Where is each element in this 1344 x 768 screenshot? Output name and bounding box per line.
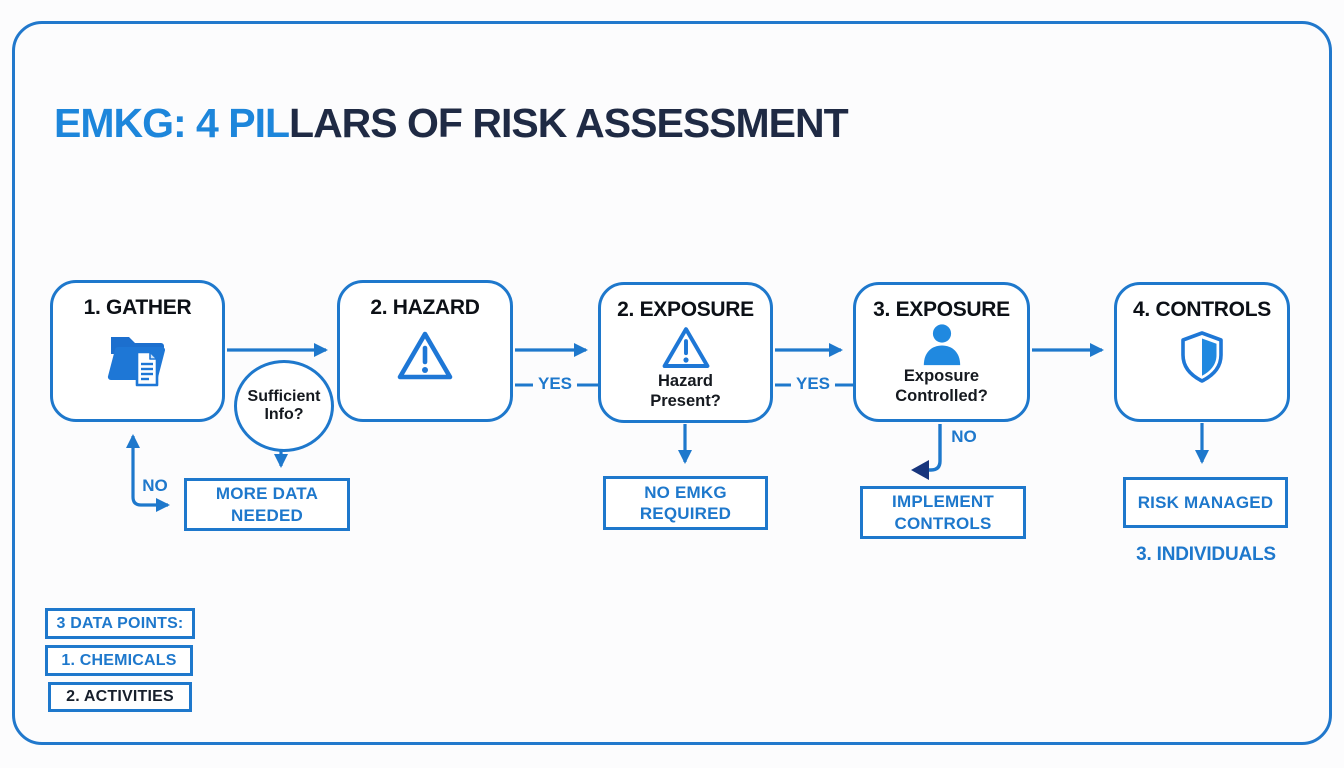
no-label-exposure-controlled: NO <box>946 427 982 447</box>
person-icon <box>919 323 965 367</box>
outcome-box-implement-controls: IMPLEMENT CONTROLS <box>860 486 1026 539</box>
yes-label-hazard: YES <box>532 374 578 394</box>
page-title-blue: EMKG: 4 PIL <box>54 100 290 146</box>
legend-item-chemicals: 1. CHEMICALS <box>45 645 193 676</box>
outcome-line: NO EMKG <box>644 482 727 502</box>
warning-triangle-icon <box>659 324 713 372</box>
outcome-line: IMPLEMENT <box>892 492 994 512</box>
pillar-box-controls: 4. CONTROLS <box>1114 282 1290 422</box>
pillar-box-hazard: 2. HAZARD <box>337 280 513 422</box>
arrow-no-hook-head <box>911 460 929 480</box>
page-title: EMKG: 4 PILLARS OF RISK ASSESSMENT <box>54 100 849 147</box>
decision-circle-sufficient-info: Sufficient Info? <box>234 360 334 452</box>
pillar-title-controls: 4. CONTROLS <box>1133 298 1271 321</box>
pillar-title-hazard: 2. HAZARD <box>370 296 480 319</box>
outcome-box-risk-managed: RISK MANAGED <box>1123 477 1288 528</box>
warning-triangle-icon <box>394 328 456 384</box>
no-label-sufficient-info: NO <box>137 476 173 496</box>
pillar-box-exposure-controlled: 3. EXPOSURE Exposure Controlled? <box>853 282 1030 422</box>
outcome-box-no-emkg-required: NO EMKG REQUIRED <box>603 476 768 530</box>
open-folder-document-icon <box>104 328 172 388</box>
outcome-line: CONTROLS <box>894 513 992 533</box>
outcome-line: NEEDED <box>230 505 304 525</box>
outer-border-frame <box>12 21 1332 745</box>
yes-label-exposure: YES <box>790 374 836 394</box>
outcome-line: MORE DATA <box>215 484 319 504</box>
footnote-individuals: 3. INDIVIDUALS <box>1136 544 1276 565</box>
outcome-line: RISK MANAGED <box>1137 492 1274 512</box>
outcome-box-more-data-needed: MORE DATA NEEDED <box>184 478 350 531</box>
pillar-box-exposure-hazard: 2. EXPOSURE Hazard Present? <box>598 282 773 423</box>
pillar-title-exposure-hazard: 2. EXPOSURE <box>617 298 754 321</box>
legend-item-activities: 2. ACTIVITIES <box>48 682 192 712</box>
page-title-dark: LARS OF RISK ASSESSMENT <box>289 100 849 146</box>
pillar-title-gather: 1. GATHER <box>83 296 192 319</box>
shield-icon <box>1177 330 1227 384</box>
pillar-title-exposure-controlled: 3. EXPOSURE <box>873 298 1010 321</box>
pillar-question-exposure-controlled: Exposure Controlled? <box>895 367 988 406</box>
arrow-no-hook-line <box>928 424 942 472</box>
pillar-box-gather: 1. GATHER <box>50 280 225 422</box>
decision-circle-label: Sufficient Info? <box>247 387 321 423</box>
arrow-no-loop-gather <box>126 434 170 512</box>
legend-header-data-points: 3 DATA POINTS: <box>45 608 195 639</box>
outcome-line: REQUIRED <box>639 504 732 523</box>
pillar-question-hazard-present: Hazard Present? <box>650 372 721 410</box>
